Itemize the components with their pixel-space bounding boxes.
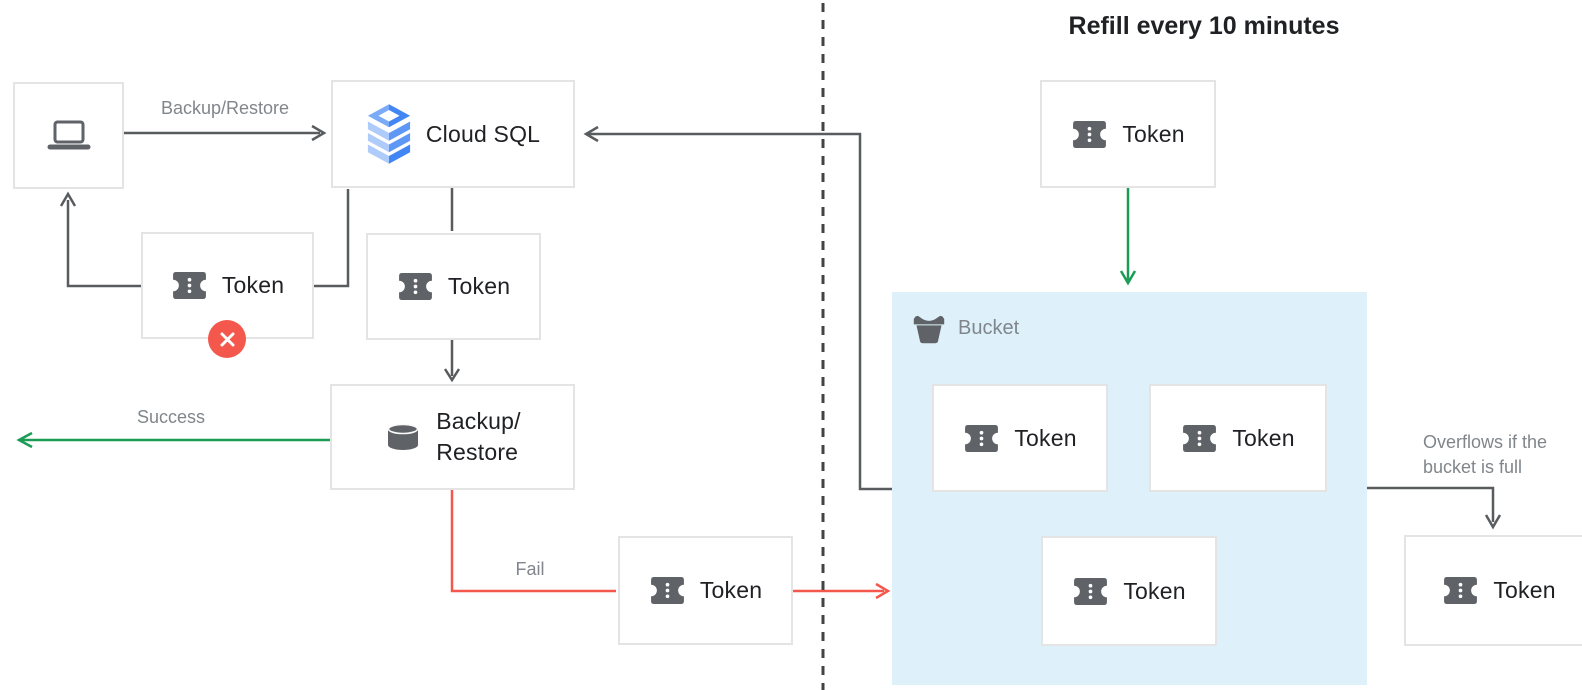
bucket-icon [912,312,946,344]
token-label: Token [447,273,511,299]
arrowhead-bucket-to-cloudsql [583,125,599,143]
backup-restore-label: Backup/ Restore [436,408,521,465]
token-label: Token [1122,120,1185,147]
line-bucket-to-cloudsql [588,132,892,491]
backup-restore-node: Backup/ Restore [330,384,575,490]
token-fail-node: Token [618,536,793,645]
token-icon [649,576,686,605]
bucket-label: Bucket [958,316,1020,339]
line-bucket-to-overflow [1367,486,1495,522]
arrowhead-success [16,431,33,449]
line-fail [450,490,616,593]
token-bucket-node-1: Token [932,384,1108,492]
client-node [13,82,124,189]
diagram-title: Refill every 10 minutes [1068,12,1340,40]
token-label: Token [1493,577,1556,603]
token-icon [1442,576,1479,605]
token-cloudsql-node: Token [366,233,541,340]
token-icon [171,271,208,300]
cloud-sql-label: Cloud SQL [425,120,541,147]
token-icon [1072,577,1109,606]
token-icon [963,424,1000,453]
token-overflow-node: Token [1404,535,1582,646]
laptop-icon [47,120,91,152]
edge-label-success: Success [136,407,206,427]
line-token-rejected-to-cloudsql [314,189,350,288]
cloud-sql-icon [366,104,412,164]
token-refill-node: Token [1040,80,1216,188]
token-label: Token [221,272,285,298]
token-bucket-node-3: Token [1041,536,1217,646]
cloud-sql-node: Cloud SQL [331,80,575,188]
token-bucket-node-2: Token [1149,384,1327,492]
error-x-icon [219,331,236,348]
token-label: Token [1014,424,1077,451]
token-rejected-node: Token [141,232,314,339]
arrowhead-refill-to-bucket [1119,270,1137,286]
edge-label-fail: Fail [515,559,545,579]
token-icon [1071,120,1108,149]
edge-label-backup-restore: Backup/Restore [160,98,290,118]
token-label: Token [1123,577,1186,604]
edge-label-overflow: Overflows if the bucket is full [1423,432,1548,477]
token-icon [397,272,434,301]
token-icon [1181,424,1218,453]
token-label: Token [1232,424,1295,451]
error-badge [208,320,246,358]
arrowhead-to-overflow-token [1484,514,1502,530]
database-icon [384,422,422,452]
arrowhead-to-backup [443,368,461,383]
token-label: Token [699,577,763,603]
bucket-header: Bucket [912,312,1019,344]
arrowhead-to-laptop [59,191,77,207]
arrowhead-fail-to-bucket [875,582,891,600]
line-token-rejected-to-laptop [66,200,141,288]
arrowhead-laptop-to-cloudsql [311,124,327,142]
